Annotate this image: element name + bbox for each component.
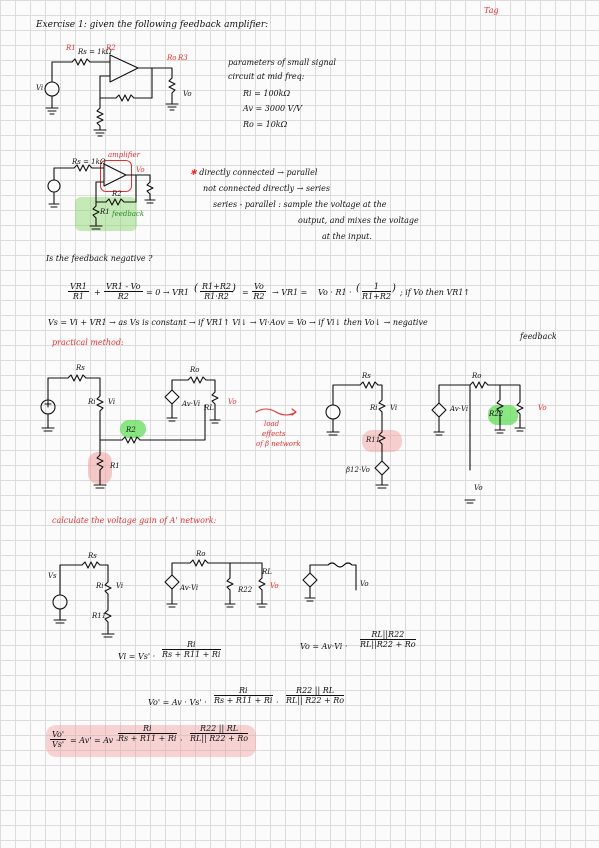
- r22-highlight: [488, 405, 518, 425]
- eq3-lhs: Vi = Vs' ·: [118, 652, 156, 661]
- c4-label-rs: Rs: [362, 372, 371, 380]
- c1-label-vo: Vo: [183, 90, 192, 98]
- eq1-paren2-open: (: [356, 283, 360, 294]
- question-negative-feedback: Is the feedback negative ?: [46, 254, 153, 263]
- eq1-plus: +: [94, 288, 101, 297]
- eq1-tail: ; if Vo then VR1↑: [400, 288, 471, 297]
- c5-label-r22: R22: [489, 410, 504, 418]
- params-heading-1: parameters of small signal: [228, 58, 336, 67]
- c1-label-r2: R2: [106, 44, 116, 52]
- calc-heading: calculate the voltage gain of A' network…: [52, 516, 217, 525]
- load-note-1: load: [264, 420, 280, 428]
- eq6-dot: ·: [180, 736, 183, 745]
- eq1-arrow: → VR1 =: [272, 288, 308, 297]
- c1-label-r1: R1: [66, 44, 76, 52]
- c7-label-rl: RL: [262, 568, 272, 576]
- c1-label-ro: Ro: [167, 54, 177, 62]
- c2-label-vo: Vo: [136, 166, 145, 174]
- c8-label-vo: Vo: [360, 580, 369, 588]
- feedback-highlight: [75, 197, 137, 231]
- c3-label-ri: Ri: [88, 398, 96, 406]
- r2-highlight: [120, 420, 146, 438]
- c5-label-vo2: Vo: [474, 484, 483, 492]
- eq4-lhs: Vo = Av·Vi ·: [300, 642, 348, 651]
- c3-label-rl: RL: [204, 404, 214, 412]
- c3-label-vi: Vi: [108, 398, 116, 406]
- c7-label-vo: Vo: [270, 582, 279, 590]
- eq5-lhs: Vo' = Av · Vs' ·: [148, 698, 207, 707]
- note-line-5: at the input.: [322, 232, 372, 241]
- note-line-1: ✱ directly connected → parallel: [190, 168, 318, 177]
- c1-label-vi: Vi: [36, 84, 44, 92]
- note-line-4: output, and mixes the voltage: [298, 216, 419, 225]
- exercise-title: Exercise 1: given the following feedback…: [36, 20, 269, 30]
- c7-label-avvi: Av·Vi: [180, 584, 199, 592]
- c4-label-r11: R11: [366, 436, 381, 444]
- c4-label-ri: Ri: [370, 404, 378, 412]
- eq1-eq0: = 0 → VR1: [146, 288, 190, 297]
- param-ri: Ri = 100kΩ: [243, 89, 291, 98]
- eq2-text: Vs = Vi + VR1 → as Vs is constant → if V…: [48, 318, 428, 327]
- eq6-lhs-frac: Vo'Vs': [50, 730, 67, 749]
- c2-label-rs: Rs = 1kΩ: [72, 158, 106, 166]
- c3-label-rs: Rs: [76, 364, 85, 372]
- c6-label-r11: R11: [92, 612, 107, 620]
- c4-label-b12: β12·Vo: [346, 466, 370, 474]
- eq1-eq: =: [242, 288, 249, 297]
- c4-label-vi: Vi: [390, 404, 398, 412]
- eq6-mid: = Av' = Av ·: [70, 736, 119, 745]
- c2-amplifier-label: amplifier: [108, 151, 140, 159]
- c3-label-r1: R1: [110, 462, 120, 470]
- result-highlight: [46, 725, 256, 757]
- c2-label-r2: R2: [112, 190, 122, 198]
- c6-label-ri: Ri: [96, 582, 104, 590]
- param-ro: Ro = 10kΩ: [243, 120, 288, 129]
- load-note-3: of β network: [256, 440, 301, 448]
- eq1-paren-close: ): [232, 283, 236, 294]
- c7-label-r22: R22: [238, 586, 253, 594]
- note-line-2: not connected directly → series: [203, 184, 331, 193]
- amplifier-box: [100, 160, 132, 192]
- c5-label-avvi: Av·Vi: [450, 405, 469, 413]
- r11-highlight: [362, 430, 402, 452]
- eq1-rhs: Vo · R1 ·: [318, 288, 352, 297]
- c5-label-vo: Vo: [538, 404, 547, 412]
- c3-label-vo: Vo: [228, 398, 237, 406]
- note-line-3: series - parallel : sample the voltage a…: [213, 200, 387, 209]
- c6-label-rs: Rs: [88, 552, 97, 560]
- params-heading-2: circuit at mid freq:: [228, 72, 305, 81]
- c6-label-vs: Vs: [48, 572, 57, 580]
- eq1-paren-open: (: [194, 283, 198, 294]
- load-note-2: effects: [262, 430, 286, 438]
- c7-label-ro: Ro: [196, 550, 206, 558]
- c3-label-r2: R2: [126, 426, 136, 434]
- c3-label-ro: Ro: [190, 366, 200, 374]
- c2-label-r1: R1: [100, 208, 110, 216]
- eq1-paren2-close: ): [392, 283, 396, 294]
- c3-label-avvi: Av·Vi: [182, 400, 201, 408]
- param-av: Av = 3000 V/V: [243, 104, 302, 113]
- c1-label-r3: R3: [178, 54, 188, 62]
- c6-label-vi: Vi: [116, 582, 124, 590]
- c2-feedback-label: feedback: [112, 210, 145, 218]
- eq5-dot: ·: [276, 698, 279, 707]
- tag-mark: Tag: [484, 6, 499, 15]
- eq2-tail: feedback: [520, 332, 557, 341]
- practical-method-heading: practical method:: [52, 338, 124, 347]
- c1-label-rs: Rs = 1kΩ: [78, 48, 112, 56]
- c5-label-ro: Ro: [472, 372, 482, 380]
